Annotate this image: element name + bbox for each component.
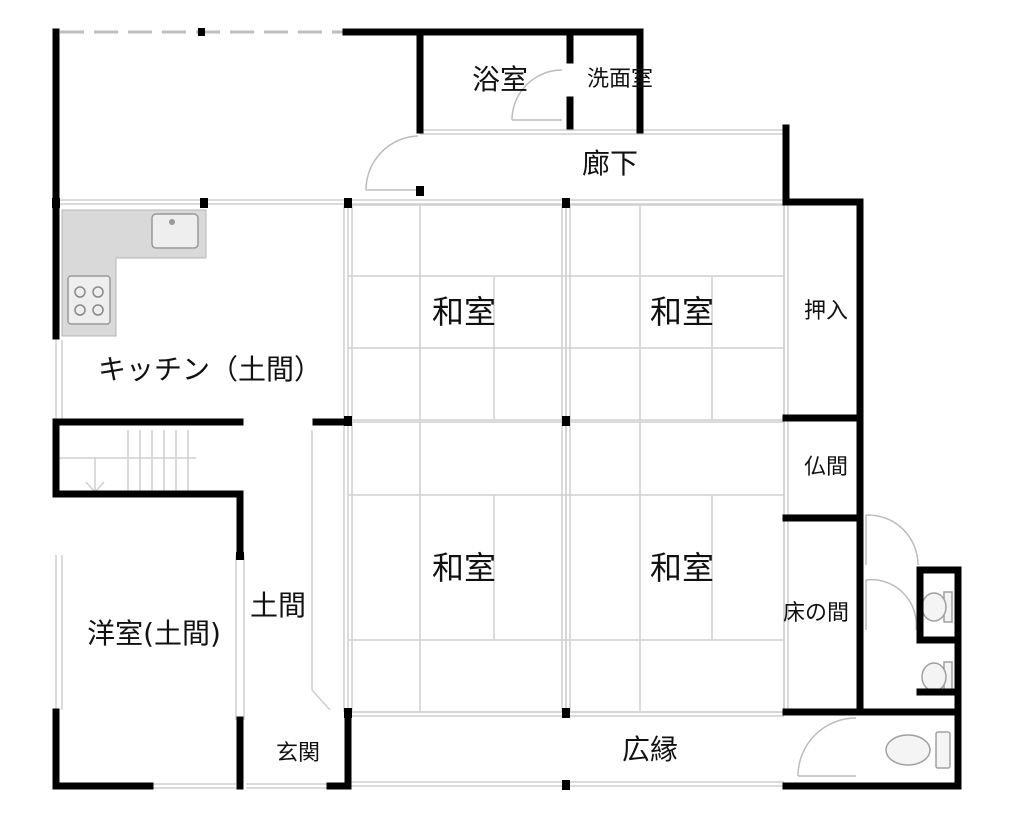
washitsu-sw-label: 和室 bbox=[431, 549, 497, 587]
kitchen-label: キッチン（土間） bbox=[97, 353, 323, 386]
kitchen-counter bbox=[61, 209, 207, 337]
bath-label: 浴室 bbox=[471, 63, 529, 96]
washitsu-nw-label: 和室 bbox=[431, 293, 497, 331]
entrance-label: 玄関 bbox=[275, 741, 321, 766]
doma-label: 土間 bbox=[249, 589, 307, 622]
corridor-label: 廊下 bbox=[581, 147, 639, 180]
butsuma-label: 仏間 bbox=[803, 455, 849, 480]
stove-icon bbox=[67, 275, 111, 325]
door-swings bbox=[365, 69, 919, 777]
walls bbox=[52, 28, 962, 790]
closet-label: 押入 bbox=[803, 299, 849, 324]
posts bbox=[52, 28, 570, 790]
washitsu-se-label: 和室 bbox=[649, 549, 715, 587]
washitsu-ne-label: 和室 bbox=[649, 293, 715, 331]
sink-icon bbox=[151, 213, 199, 249]
tokonoma-label: 床の間 bbox=[782, 601, 850, 626]
veranda-label: 広縁 bbox=[621, 733, 679, 766]
washroom-label: 洗面室 bbox=[586, 67, 654, 92]
western-room-label: 洋室(土間) bbox=[87, 617, 221, 650]
toilet-icons bbox=[885, 591, 953, 769]
